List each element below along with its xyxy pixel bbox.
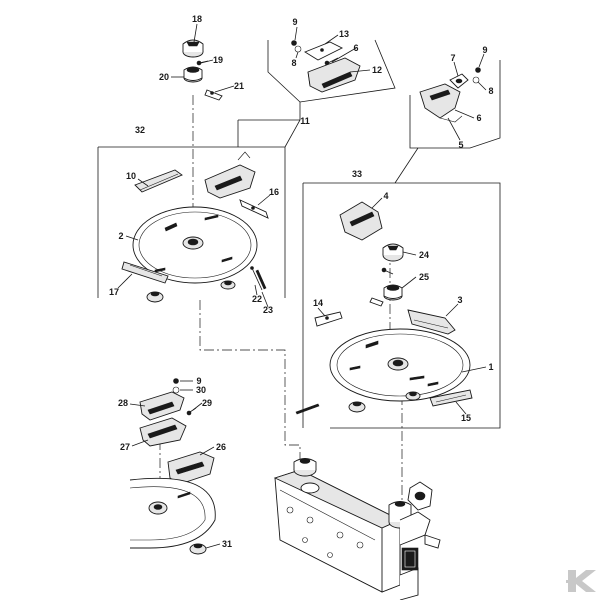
part-4-blade-holder <box>339 201 383 241</box>
callout-23: 23 <box>262 305 274 315</box>
callout-6: 6 <box>476 113 482 123</box>
part-8b-washer <box>472 76 480 84</box>
gearbox-housing <box>273 458 441 600</box>
callout-5: 5 <box>458 140 464 150</box>
callout-11: 11 <box>300 116 310 126</box>
part-left-bolt-a <box>146 291 164 303</box>
group-11-frame <box>267 39 396 103</box>
callout-27: 27 <box>119 442 131 452</box>
part-16-blade <box>239 199 269 219</box>
callout-20: 20 <box>158 72 170 82</box>
part-30-washer <box>172 386 180 394</box>
callout-8: 8 <box>291 58 297 68</box>
callout-22: 22 <box>251 294 263 304</box>
callout-3: 3 <box>457 295 463 305</box>
part-7-spring <box>449 73 469 89</box>
callout-25: 25 <box>418 272 430 282</box>
part-31-bolt <box>189 543 207 555</box>
part-1-cutting-disc <box>329 328 471 402</box>
callout-30: 30 <box>195 385 207 395</box>
k-brand-logo-icon <box>566 570 596 592</box>
part-17-blade <box>121 261 169 284</box>
part-26-blade-holder <box>167 451 215 485</box>
part-15-blade <box>429 389 473 407</box>
part-11-blade-holder <box>204 151 256 199</box>
callout-19: 19 <box>212 55 224 65</box>
axis-line-left-lower <box>199 300 301 462</box>
part-9c-nut <box>173 378 179 384</box>
callout-2: 2 <box>118 231 124 241</box>
part-24-hub <box>381 243 404 275</box>
callout-7: 7 <box>450 53 456 63</box>
part-2-cutting-disc <box>132 206 258 284</box>
callout-9: 9 <box>292 17 298 27</box>
part-9b-nut <box>475 67 481 73</box>
part-23-pin <box>255 269 267 290</box>
callout-18: 18 <box>191 14 203 24</box>
callout-1: 1 <box>488 362 494 372</box>
callout-15: 15 <box>460 413 472 423</box>
callout-26: 26 <box>215 442 227 452</box>
part-12-blade-holder <box>307 57 361 93</box>
callout-12: 12 <box>371 65 383 75</box>
callout-21: 21 <box>233 81 245 91</box>
callout-33: 33 <box>351 169 363 179</box>
group-32-frame <box>97 119 300 298</box>
callout-4: 4 <box>383 191 389 201</box>
part-right-bolt-a <box>348 401 366 413</box>
callout-17: 17 <box>108 287 120 297</box>
part-20-collar <box>183 66 203 83</box>
callout-32: 32 <box>134 125 146 135</box>
callout-24: 24 <box>418 250 430 260</box>
callout-14: 14 <box>312 298 324 308</box>
part-spring-pin <box>295 403 320 415</box>
part-right-bolt-b <box>405 391 421 401</box>
part-5-blade-holder <box>419 83 463 123</box>
group-5-frame <box>409 60 501 149</box>
part-9a-nut <box>291 40 297 46</box>
part-28-blade-holder <box>139 391 185 421</box>
part-10-blade <box>134 169 183 193</box>
callout-6: 6 <box>353 43 359 53</box>
part-lower-disc <box>129 477 216 549</box>
callout-31: 31 <box>221 539 233 549</box>
part-8a-washer <box>294 45 302 53</box>
part-14-blade <box>314 311 343 327</box>
part-18-bolt-hub <box>182 39 204 58</box>
part-25-collar <box>369 284 403 307</box>
part-3-blade <box>407 309 456 335</box>
part-left-bolt-b <box>220 280 236 290</box>
part-22-pin <box>250 266 263 291</box>
part-21-clip <box>204 89 223 101</box>
group-33-frame <box>302 147 501 429</box>
callout-13: 13 <box>338 29 350 39</box>
group-11-bracket <box>284 102 301 148</box>
callout-9: 9 <box>482 45 488 55</box>
callout-28: 28 <box>117 398 129 408</box>
leader-lines <box>117 23 487 549</box>
part-27-blade-holder <box>139 417 187 447</box>
callout-10: 10 <box>125 171 137 181</box>
callout-16: 16 <box>268 187 280 197</box>
callout-29: 29 <box>201 398 213 408</box>
part-13-plate <box>304 41 344 61</box>
callout-8: 8 <box>488 86 494 96</box>
callout-9: 9 <box>196 376 202 386</box>
